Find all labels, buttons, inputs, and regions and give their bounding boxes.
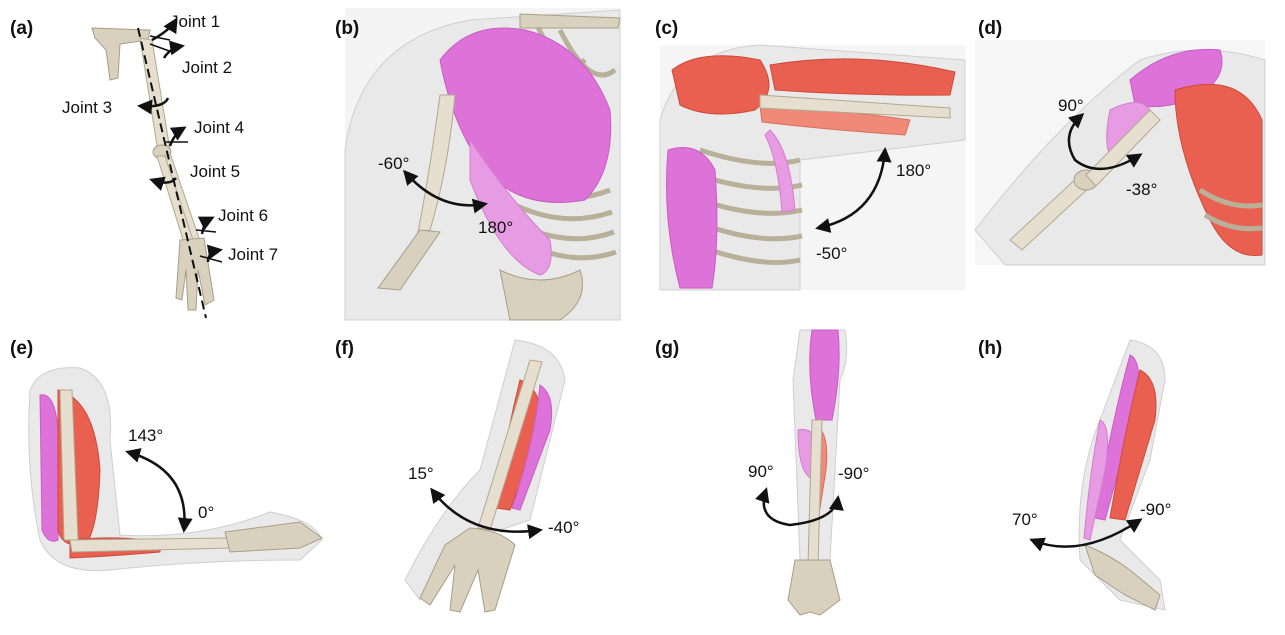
panel-h-illustration xyxy=(1032,340,1165,610)
panel-e-illustration xyxy=(29,368,322,571)
panel-g-angle-1: 90° xyxy=(748,462,774,482)
panel-f-angle-1: 15° xyxy=(408,464,434,484)
panel-h-angle-2: -90° xyxy=(1140,500,1171,520)
panel-h-angle-1: 70° xyxy=(1012,510,1038,530)
joint-4-arrow xyxy=(170,128,184,146)
panel-c-angle-1: 180° xyxy=(896,161,931,181)
hand-g xyxy=(788,560,840,615)
panel-b-label: (b) xyxy=(335,18,359,40)
panel-d-label: (d) xyxy=(978,18,1002,40)
scapula-shape xyxy=(92,28,150,80)
joint-7-label: Joint 7 xyxy=(228,245,278,265)
panel-b-angle-2: 180° xyxy=(478,218,513,238)
panel-g-label: (g) xyxy=(655,338,679,360)
panel-g-angle-2: -90° xyxy=(838,464,869,484)
panel-d-angle-1: 90° xyxy=(1058,96,1084,116)
panel-e-arc-arrow xyxy=(128,452,185,530)
panel-e-label: (e) xyxy=(10,338,33,360)
joint-2-label: Joint 2 xyxy=(182,58,232,78)
panel-g-illustration xyxy=(764,330,847,615)
panel-e-angle-1: 143° xyxy=(128,426,163,446)
joint-4-label: Joint 4 xyxy=(194,118,244,138)
panel-c-angle-2: -50° xyxy=(816,244,847,264)
joint-6-label: Joint 6 xyxy=(218,206,268,226)
panel-h-label: (h) xyxy=(978,338,1002,360)
panel-c-label: (c) xyxy=(655,18,678,40)
panel-d-angle-2: -38° xyxy=(1126,180,1157,200)
joint-1-label: Joint 1 xyxy=(170,12,220,32)
panel-f-label: (f) xyxy=(335,338,354,360)
panel-d-illustration xyxy=(975,40,1265,265)
joint-3-label: Joint 3 xyxy=(62,98,112,118)
upper-arm-muscle-g xyxy=(810,330,839,420)
panel-a-label: (a) xyxy=(10,18,33,40)
deltoid-muscle xyxy=(672,56,769,114)
triceps-e xyxy=(40,395,58,541)
joint-5-label: Joint 5 xyxy=(190,162,240,182)
panel-f-angle-2: -40° xyxy=(548,518,579,538)
panel-e-angle-2: 0° xyxy=(198,503,214,523)
joint-2-arrow xyxy=(164,46,182,58)
panel-b-angle-1: -60° xyxy=(378,154,409,174)
joint-6-axis xyxy=(196,230,216,232)
